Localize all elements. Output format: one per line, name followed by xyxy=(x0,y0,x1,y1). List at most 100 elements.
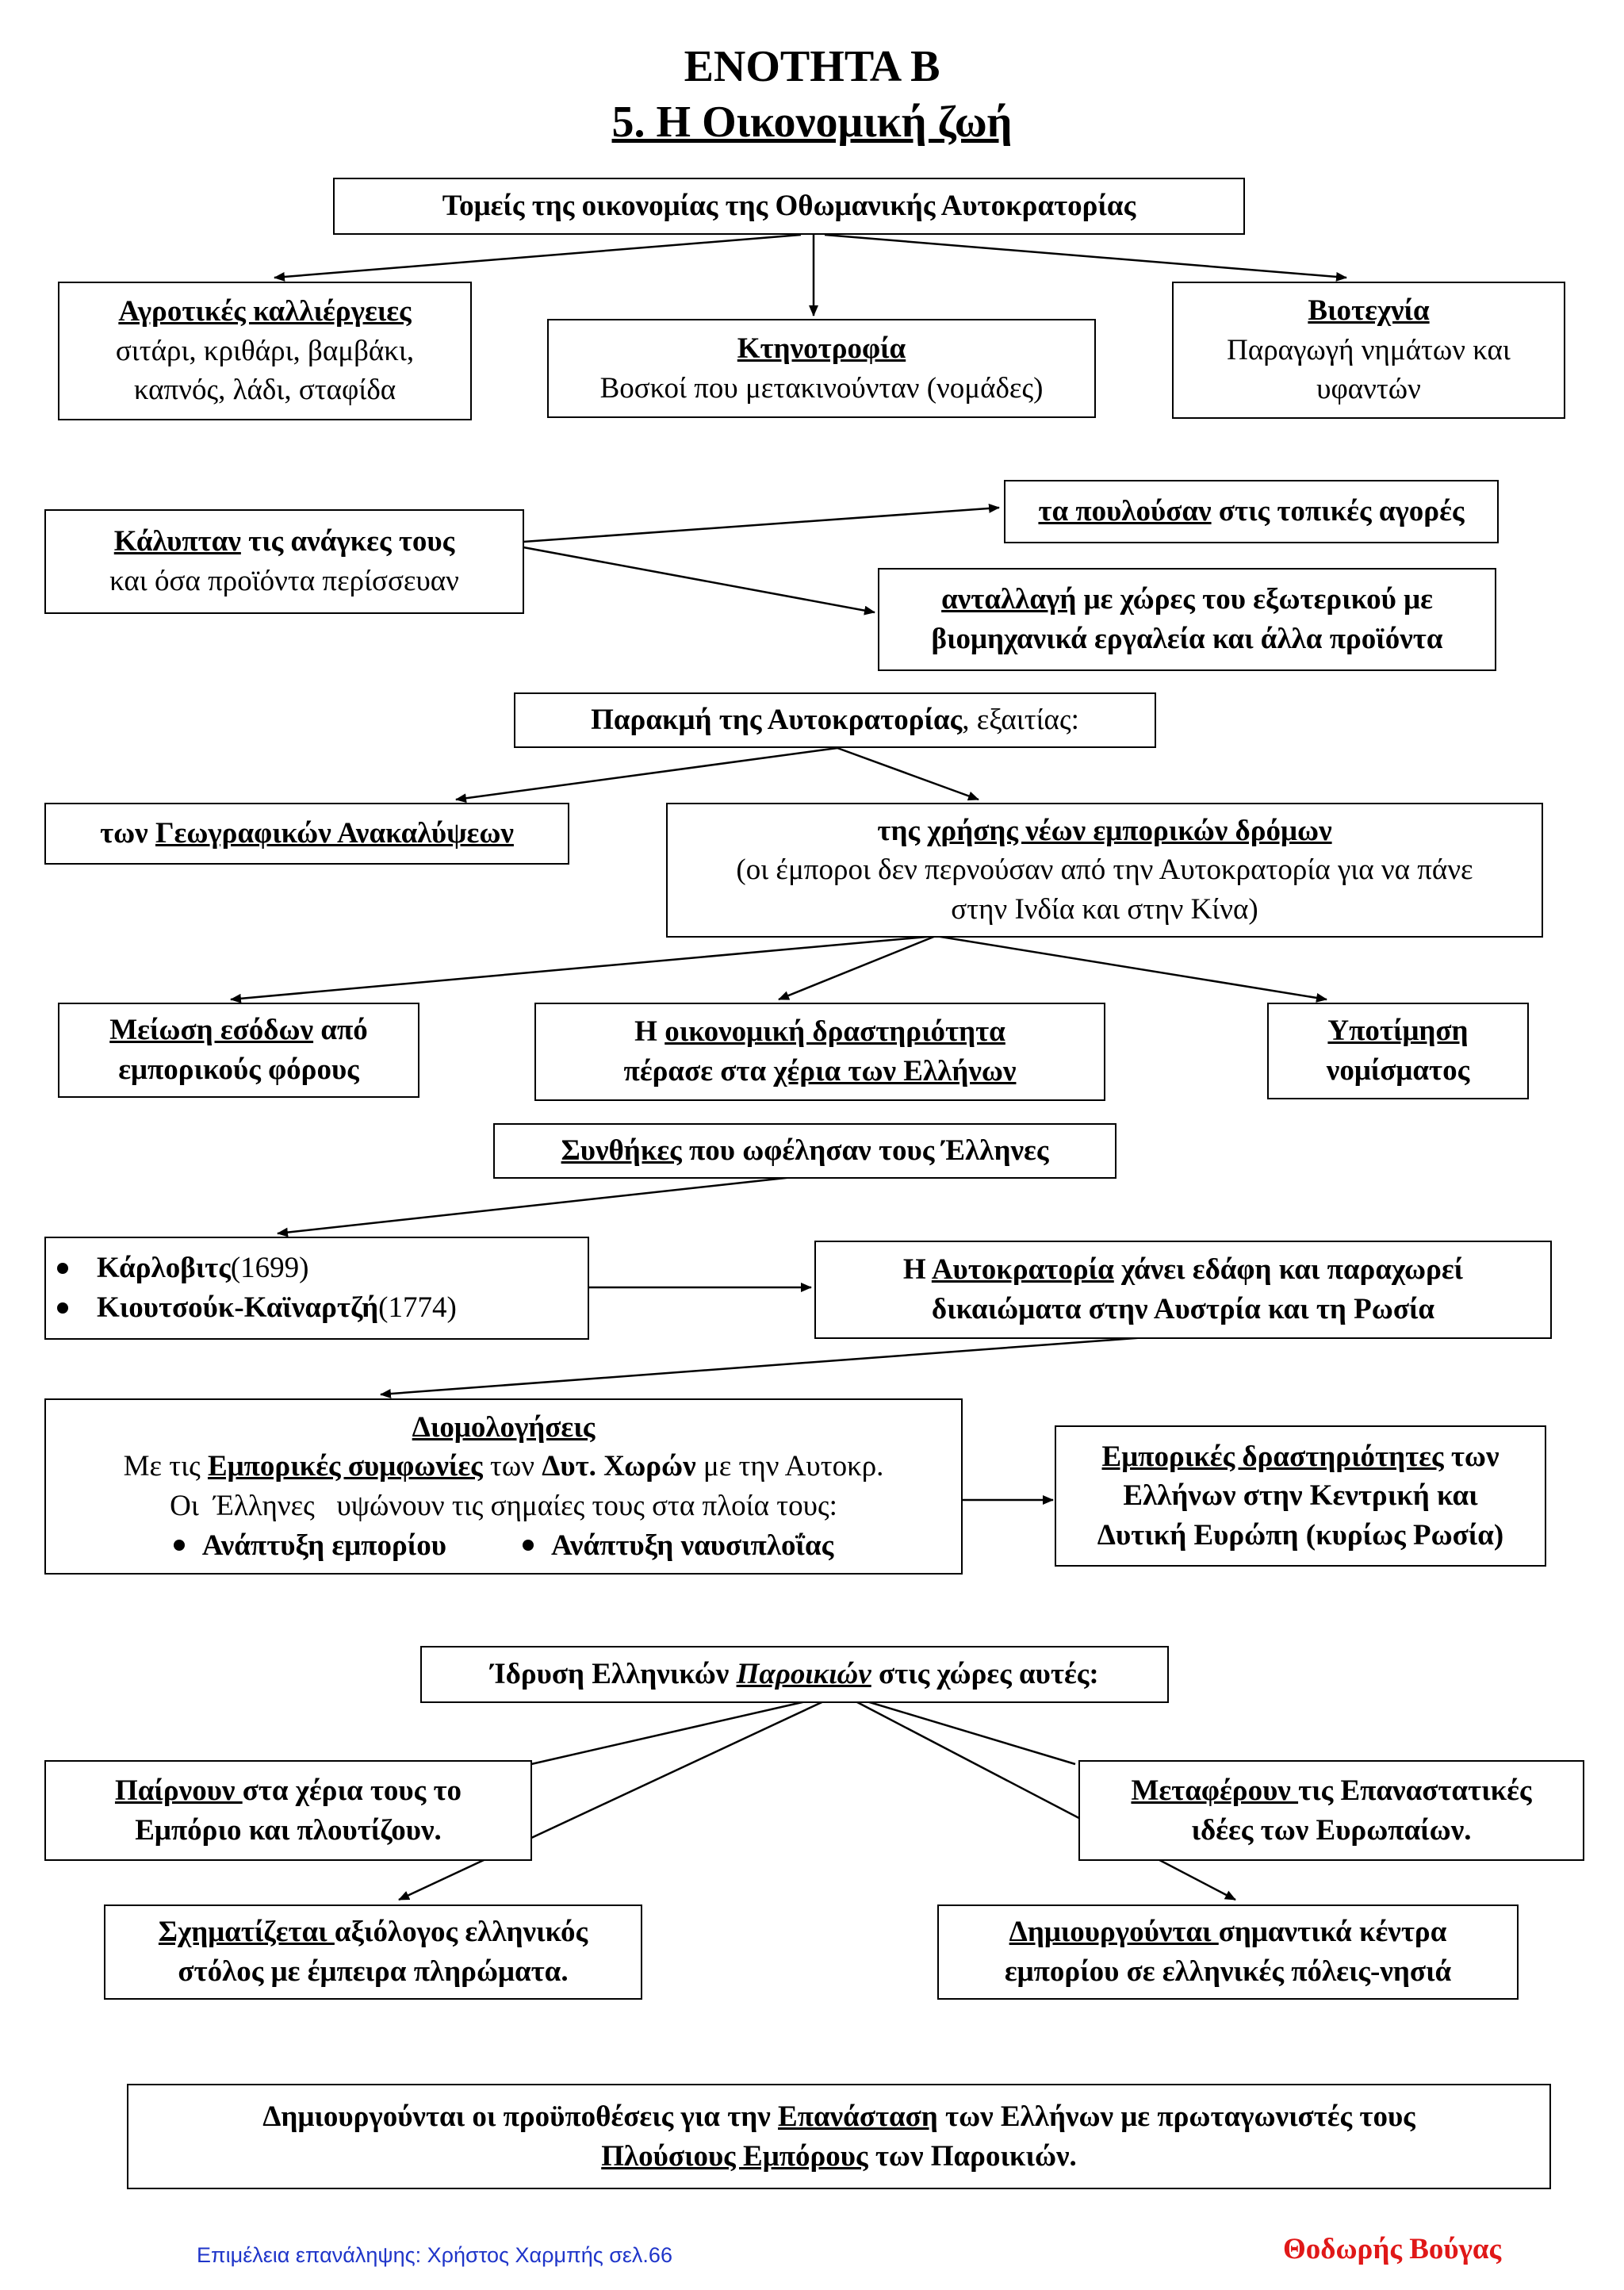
centers-line2: εμπορίου σε ελληνικές πόλεις-νησιά xyxy=(1004,1955,1452,1988)
empire-loses-line2: δικαιώματα στην Αυστρία και τη Ρωσία xyxy=(931,1293,1435,1325)
local-markets-text: τα πουλούσαν στις τοπικές αγορές xyxy=(1013,492,1489,531)
livestock-title: Κτηνοτροφία xyxy=(737,332,906,365)
arrow-routes-devaluation xyxy=(935,934,1327,1003)
capitulations-box: Διομολογήσεις Με τις Εμπορικές συμφωνίες… xyxy=(44,1398,963,1575)
crafts-line1: Παραγωγή νημάτων και xyxy=(1227,333,1511,366)
centers-underlined: Δημιουργούνται xyxy=(1009,1916,1219,1949)
greekhands-pre: Η xyxy=(634,1015,665,1049)
conditions-text: Συνθήκες που ωφέλησαν τους Έλληνες xyxy=(503,1131,1107,1171)
routes-box: της χρήσης νέων εμπορικών δρόμων (οι έμπ… xyxy=(666,803,1543,938)
cap-bullet-item: Ανάπτυξη ναυσιπλοΐας xyxy=(522,1526,833,1566)
footer-author-right: Θοδωρής Βούγας xyxy=(1283,2233,1502,2265)
arrow-empire-capitulations xyxy=(380,1336,1147,1399)
arrow-colonies-fleet xyxy=(398,1692,841,1901)
revenue-line2: εμπορικούς φόρους xyxy=(118,1053,359,1086)
devaluation-line2: νομίσματος xyxy=(1326,1054,1470,1087)
centers-rest: σημαντικά κέντρα xyxy=(1218,1916,1447,1949)
bullet-icon xyxy=(57,1302,68,1314)
discoveries-text: των Γεωγραφικών Ανακαλύψεων xyxy=(54,814,560,853)
bullet-icon xyxy=(173,1540,185,1552)
centers-line1: Δημιουργούνται σημαντικά κέντρα xyxy=(947,1912,1509,1952)
fleet-line1: Σχηματίζεται αξιόλογος ελληνικός xyxy=(113,1912,633,1952)
revolution-underlined: Επανάσταση xyxy=(778,2100,938,2133)
treaty-item: Κιουτσούκ-Καϊναρτζή (1774) xyxy=(57,1288,580,1328)
line-colonies-trade xyxy=(530,1692,841,1766)
empire-underlined: Αυτοκρατορία xyxy=(931,1253,1114,1287)
revolution-line2: Πλούσιους Εμπόρους των Παροικιών. xyxy=(136,2137,1542,2177)
section-title: 5. Η Οικονομική ζωή xyxy=(611,98,1013,147)
exchange-box: ανταλλαγή με χώρες του εξωτερικού με βιο… xyxy=(878,568,1496,671)
treaty-name: Κιουτσούκ-Καϊναρτζή xyxy=(97,1291,379,1324)
discoveries-pre: των xyxy=(100,817,155,850)
routes-line1: της χρήσης νέων εμπορικών δρόμων xyxy=(676,811,1534,851)
cap-underlined: Εμπορικές συμφωνίες xyxy=(207,1450,483,1483)
empire-loses-box: Η Αυτοκρατορία χάνει εδάφη και παραχωρεί… xyxy=(814,1241,1552,1339)
cap-post: με την Αυτοκρ. xyxy=(695,1450,884,1483)
capitulations-line3: Οι Έλληνες υψώνουν τις σημαίες τους στα … xyxy=(170,1490,837,1522)
livestock-box: Κτηνοτροφία Βοσκοί που μετακινούνταν (νο… xyxy=(547,319,1096,418)
treaty-year: (1774) xyxy=(378,1291,457,1324)
sectors-box: Τομείς της οικονομίας της Οθωμανικής Αυτ… xyxy=(333,178,1245,235)
bullet-icon xyxy=(57,1263,68,1275)
routes-line2: (οι έμποροι δεν περνούσαν από την Αυτοκρ… xyxy=(736,853,1473,887)
local-underlined: τα πουλούσαν xyxy=(1038,495,1212,528)
discoveries-underlined: Γεωγραφικών Ανακαλύψεων xyxy=(155,817,514,850)
agriculture-title: Αγροτικές καλλιέργειες xyxy=(118,295,412,328)
needs-rest: τις ανάγκες τους xyxy=(240,525,455,558)
cap-bold: Δυτ. Χωρών xyxy=(542,1450,696,1483)
trade-line2: Εμπόριο και πλουτίζουν. xyxy=(135,1813,442,1847)
revolution-pre: Δημιουργούνται οι προϋποθέσεις για την xyxy=(262,2100,779,2133)
commercial-underlined: Εμπορικές δραστηριότητες xyxy=(1101,1440,1444,1473)
sectors-header: Τομείς της οικονομίας της Οθωμανικής Αυτ… xyxy=(442,190,1136,223)
exchange-rest: με χώρες του εξωτερικού με xyxy=(1076,583,1433,616)
exchange-line1: ανταλλαγή με χώρες του εξωτερικού με xyxy=(887,580,1487,619)
revenue-line1: Μείωση εσόδων από xyxy=(67,1011,410,1050)
fleet-box: Σχηματίζεται αξιόλογος ελληνικός στόλος … xyxy=(104,1904,642,2000)
arrow-colonies-centers xyxy=(840,1692,1236,1901)
footer-credit-left: Επιμέλεια επανάληψης: Χρήστος Χαρμπής σε… xyxy=(197,2243,672,2267)
crafts-line2: υφαντών xyxy=(1316,373,1421,406)
empire-pre: Η xyxy=(902,1253,932,1287)
revenue-underlined: Μείωση εσόδων xyxy=(109,1014,314,1047)
commercial-line2: Ελλήνων στην Κεντρική και xyxy=(1123,1479,1478,1513)
needs-box: Κάλυπταν τις ανάγκες τους και όσα προϊόν… xyxy=(44,509,524,614)
crafts-box: Βιοτεχνία Παραγωγή νημάτων και υφαντών xyxy=(1172,282,1565,419)
ideas-underlined: Μεταφέρουν xyxy=(1131,1774,1299,1807)
arrow-needs-exchange xyxy=(523,546,875,616)
routes-line3: στην Ινδία και στην Κίνα) xyxy=(951,892,1258,926)
decline-text: Παρακμή της Αυτοκρατορίας, εξαιτίας: xyxy=(523,700,1147,740)
cap-bullet-text: Ανάπτυξη εμπορίου xyxy=(201,1529,446,1562)
devaluation-box: Υποτίμηση νομίσματος xyxy=(1267,1003,1529,1099)
crafts-title: Βιοτεχνία xyxy=(1308,294,1430,328)
cap-mid: των xyxy=(482,1450,542,1483)
treaty-item: Κάρλοβιτς (1699) xyxy=(57,1249,580,1288)
cap-bullet-item: Ανάπτυξη εμπορίου xyxy=(173,1526,446,1566)
conditions-rest: που ωφέλησαν τους Έλληνες xyxy=(681,1134,1049,1168)
arrow-decline-discoveries xyxy=(455,746,838,804)
exchange-line2: βιομηχανικά εργαλεία και άλλα προϊόντα xyxy=(931,623,1443,655)
colonies-pre: Ίδρυση Ελληνικών xyxy=(490,1658,737,1691)
greekhands-line2-underlined: χέρια των Ελλήνων xyxy=(773,1055,1017,1087)
colonies-rest: στις χώρες αυτές: xyxy=(871,1658,1099,1691)
treaties-box: Κάρλοβιτς (1699) Κιουτσούκ-Καϊναρτζή (17… xyxy=(44,1237,589,1340)
ideas-line2: ιδέες των Ευρωπαίων. xyxy=(1191,1813,1472,1847)
treaty-name: Κάρλοβιτς xyxy=(97,1252,231,1285)
greekhands-underlined: οικονομική δραστηριότητα xyxy=(665,1015,1005,1049)
greekhands-line1: Η οικονομική δραστηριότητα xyxy=(544,1012,1096,1052)
commercial-line3: Δυτική Ευρώπη (κυρίως Ρωσία) xyxy=(1097,1518,1504,1552)
capitulations-title: Διομολογήσεις xyxy=(412,1410,596,1444)
ideas-rest: τις Επαναστατικές xyxy=(1298,1774,1532,1807)
empire-rest: χάνει εδάφη και παραχωρεί xyxy=(1113,1253,1464,1287)
needs-underlined: Κάλυπταν xyxy=(113,525,241,558)
decline-bold: Παρακμή της Αυτοκρατορίας xyxy=(591,704,963,737)
capitulations-bullets: Ανάπτυξη εμπορίου Ανάπτυξη ναυσιπλοΐας xyxy=(54,1526,953,1566)
fleet-line2: στόλος με έμπειρα πληρώματα. xyxy=(178,1955,569,1988)
ideas-box: Μεταφέρουν τις Επαναστατικές ιδέες των Ε… xyxy=(1078,1760,1584,1861)
commercial-rest: των xyxy=(1443,1440,1500,1473)
commercial-line1: Εμπορικές δραστηριότητες των xyxy=(1064,1437,1537,1477)
arrow-routes-revenue xyxy=(230,934,936,1003)
colonies-text: Ίδρυση Ελληνικών Παροικιών στις χώρες αυ… xyxy=(430,1655,1159,1694)
arrow-needs-local xyxy=(523,503,1000,543)
arrow-sectors-agri xyxy=(274,233,802,282)
